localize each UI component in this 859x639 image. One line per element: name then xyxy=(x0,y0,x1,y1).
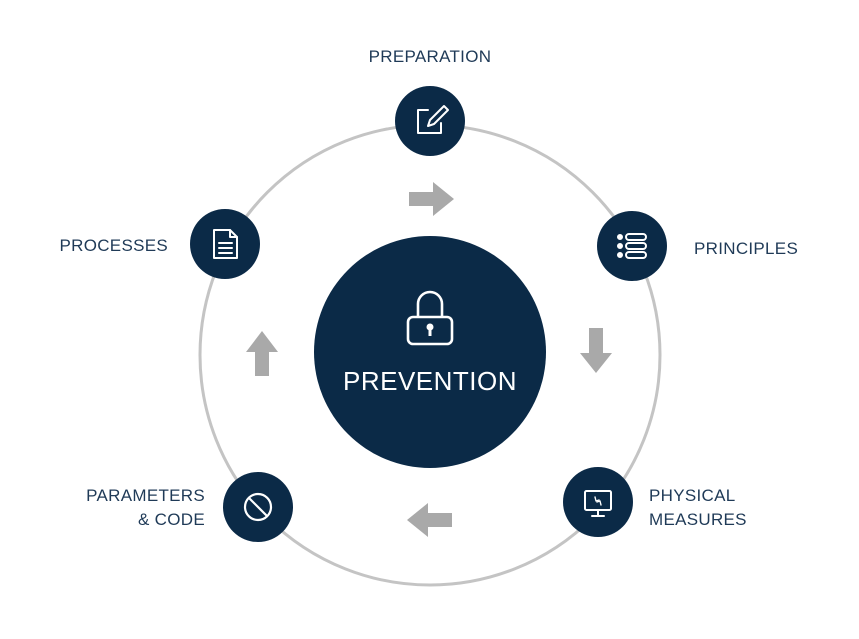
document-icon xyxy=(213,229,238,259)
arrow-right xyxy=(409,182,454,216)
center-label: PREVENTION xyxy=(342,366,518,396)
list-icon xyxy=(617,233,647,259)
principles-label-text: PRINCIPLES xyxy=(694,239,799,258)
parameters-code-label-line1: PARAMETERS xyxy=(86,486,205,505)
physical-measures-label-line1: PHYSICAL xyxy=(649,486,736,505)
prohibited-icon xyxy=(243,492,273,522)
parameters-code-label-line2: & CODE xyxy=(138,510,205,529)
principles-label: PRINCIPLES xyxy=(694,237,798,261)
processes-label-text: PROCESSES xyxy=(59,236,168,255)
parameters-code-label: PARAMETERS & CODE xyxy=(20,484,205,532)
monitor-icon xyxy=(584,490,612,517)
center-circle xyxy=(314,236,546,468)
arrow-left xyxy=(407,503,452,537)
preparation-label-text: PREPARATION xyxy=(368,47,492,66)
physical-measures-label: PHYSICAL MEASURES xyxy=(649,484,747,532)
preparation-label: PREPARATION xyxy=(300,45,560,69)
processes-label: PROCESSES xyxy=(20,234,168,258)
arrow-down xyxy=(580,328,612,373)
padlock-icon xyxy=(406,290,454,346)
physical-measures-label-line2: MEASURES xyxy=(649,510,747,529)
arrow-up xyxy=(246,331,278,376)
principles-node xyxy=(597,211,667,281)
edit-icon xyxy=(417,105,449,134)
